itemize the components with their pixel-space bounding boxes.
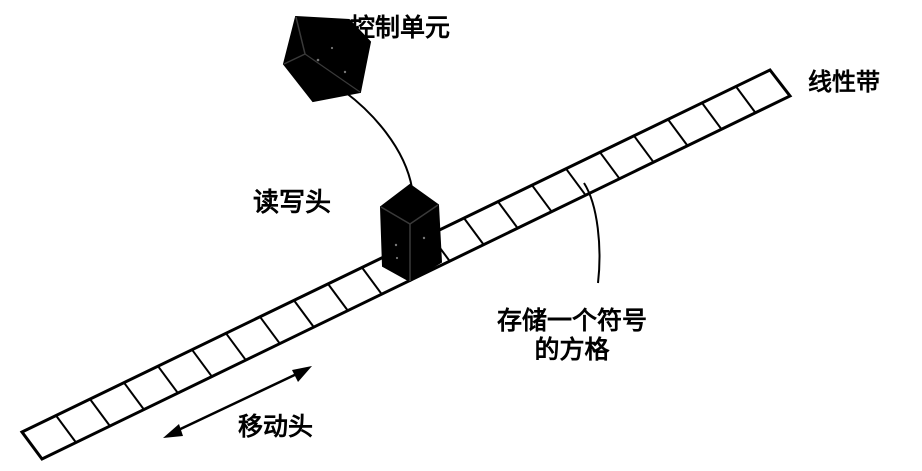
tape-cell-divider [327, 283, 349, 312]
tape-cell-divider [293, 299, 315, 328]
tape-cell-divider [701, 102, 723, 131]
control-unit-block [282, 15, 372, 103]
tape-cell-divider [123, 382, 145, 411]
cell-leader-line [583, 182, 601, 284]
tape-cell-divider [225, 332, 247, 361]
move-head-label: 移动头 [238, 412, 314, 441]
tape-cell-divider [259, 316, 281, 345]
cell-label: 存储一个符号 的方格 [497, 306, 648, 365]
tape-cell-divider [633, 135, 655, 164]
tape-cell-divider [361, 266, 383, 296]
read-write-head-label: 读写头 [253, 188, 332, 218]
tape-cell-divider [55, 414, 77, 444]
move-direction-arrow [163, 366, 312, 438]
tape-cell-divider [89, 398, 111, 427]
control-unit-label: 控制单元 [350, 13, 451, 42]
tape-cell-divider [565, 168, 587, 197]
cell-label-line-2: 的方格 [534, 334, 610, 364]
tape-cell-divider [599, 151, 621, 180]
tape-cell-divider [463, 217, 485, 246]
tape-cell-divider [191, 349, 213, 378]
tape-cell-divider [157, 365, 179, 394]
control-connector [344, 91, 413, 189]
tape-cell-divider [531, 184, 553, 213]
read-write-head-block [379, 183, 443, 283]
cell-label-line-1: 存储一个符号 [497, 306, 648, 335]
tape-cell-divider [735, 85, 757, 115]
tape-cell-divider [667, 118, 689, 147]
tape-label: 线性带 [808, 68, 880, 96]
tape-cell-divider [497, 201, 519, 230]
